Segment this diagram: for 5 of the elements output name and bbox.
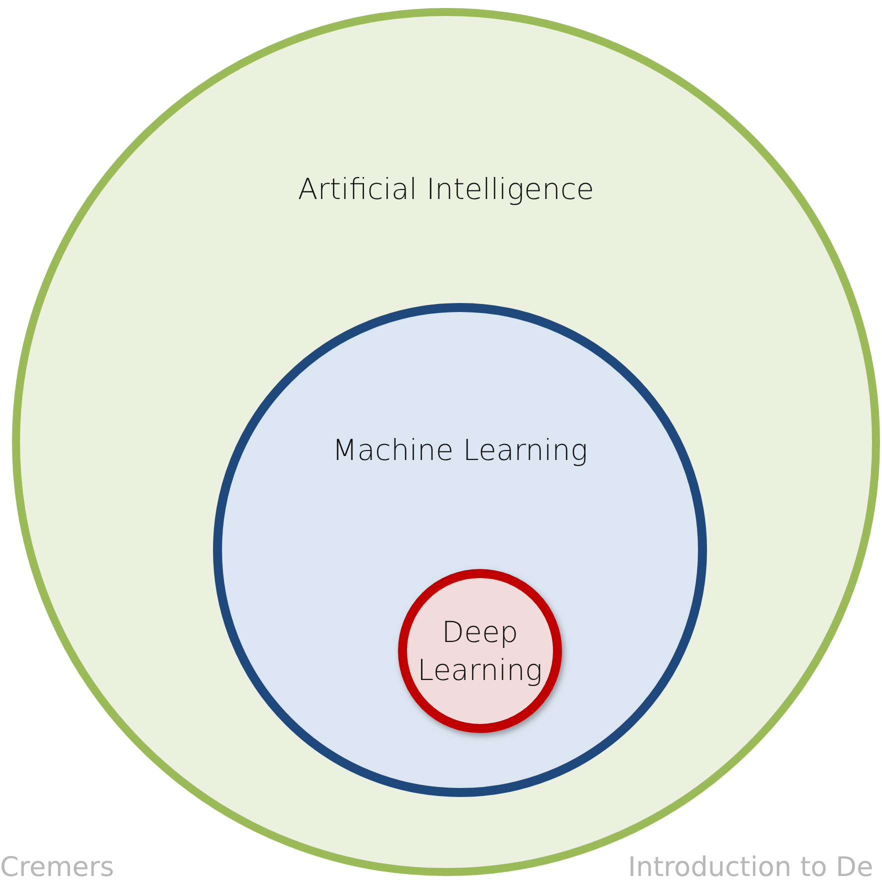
footer-text: Introduction to De [628, 852, 874, 880]
footer-text: Cremers [0, 852, 114, 880]
circle-label: Artificial Intelligence [296, 171, 596, 208]
circle-label: Deep Learning [416, 614, 544, 689]
circle-label: Machine Learning [331, 432, 589, 469]
